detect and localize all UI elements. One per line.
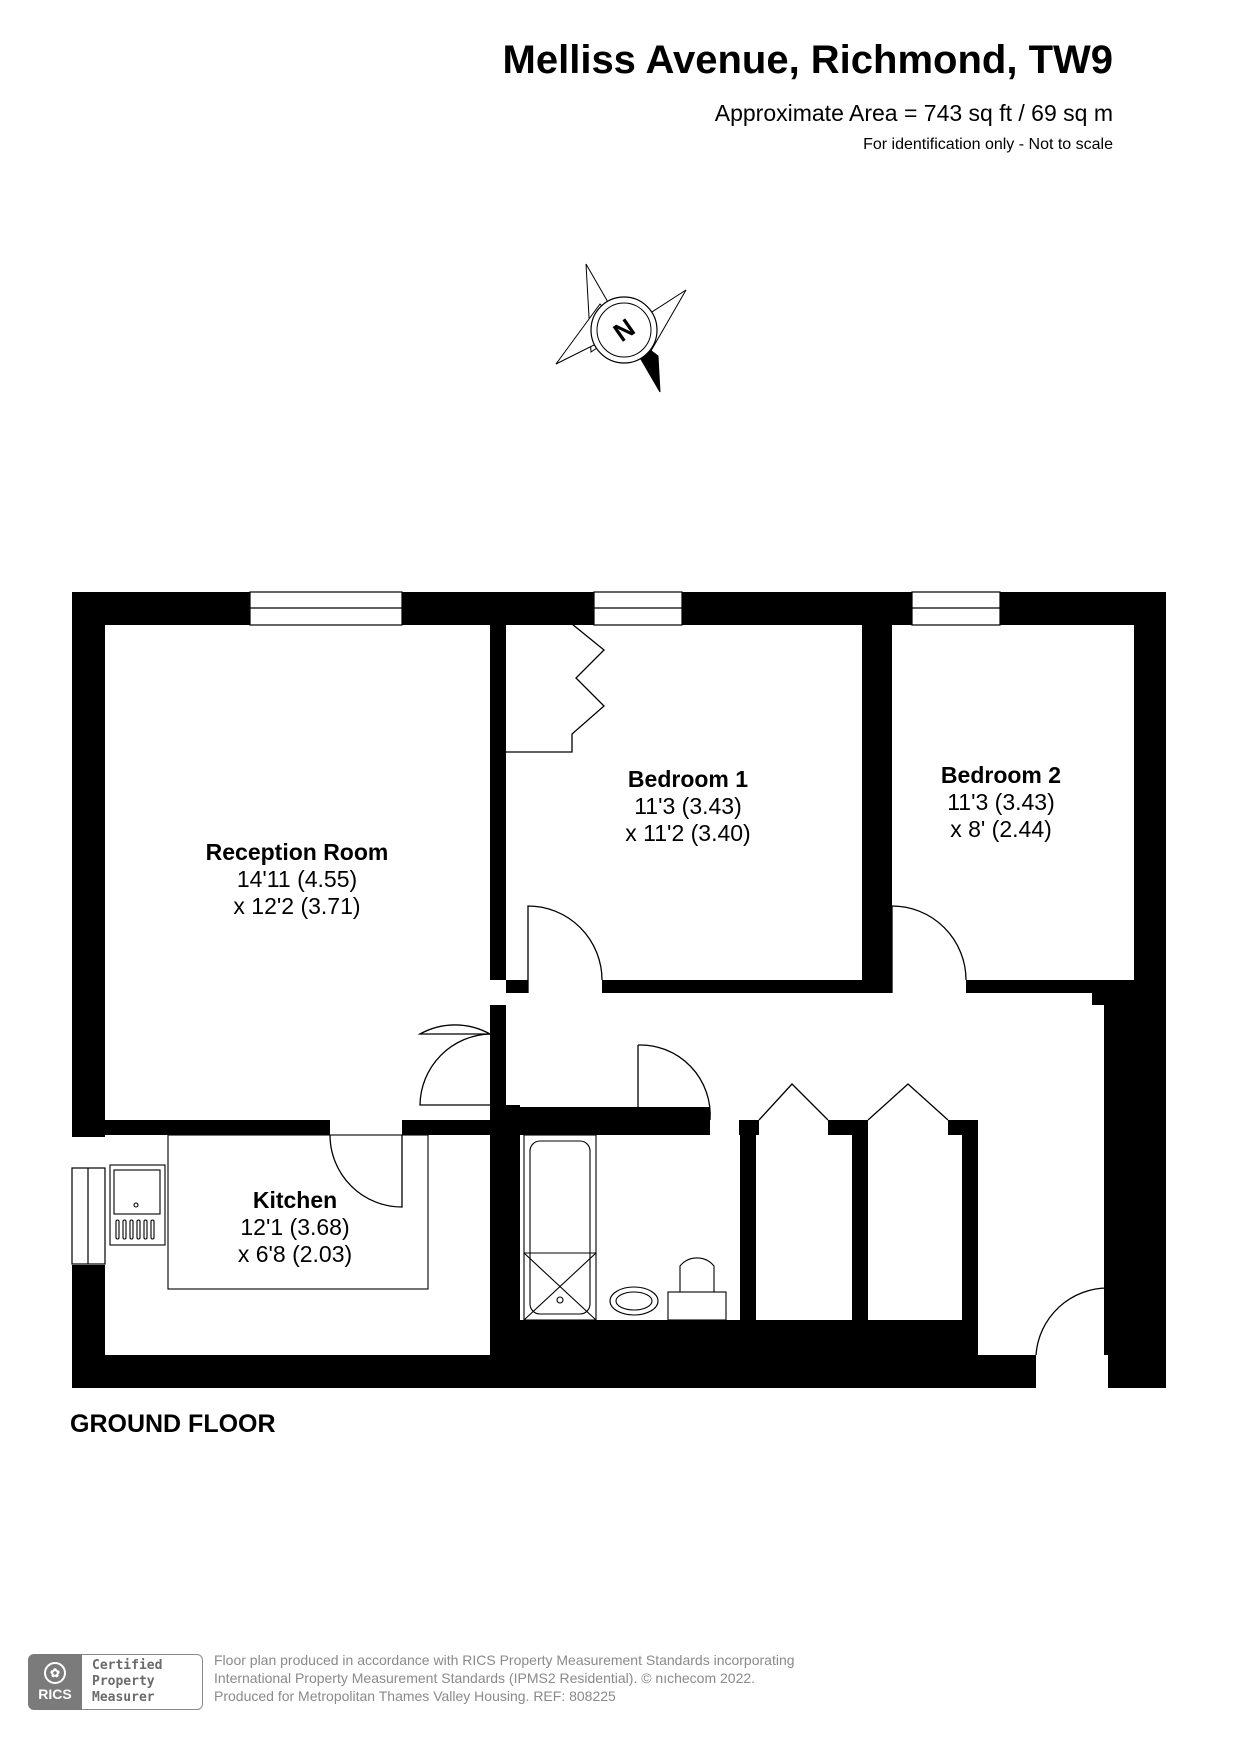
- room-dimension: x 12'2 (3.71): [233, 893, 360, 919]
- bathtub-drain: [556, 1296, 564, 1304]
- drainer-slot: [122, 1219, 127, 1240]
- wall-bed1-bottom-right: [602, 980, 892, 993]
- kitchen-sink-bowl: [113, 1169, 161, 1215]
- washbasin-bowl: [615, 1291, 653, 1311]
- wall-bath-cupboard: [740, 1120, 756, 1355]
- plan-title: Melliss Avenue, Richmond, TW9: [502, 38, 1113, 82]
- wall-right: [1134, 592, 1166, 1388]
- room-dimension: 11'3 (3.43): [947, 789, 1055, 815]
- room-name: Kitchen: [253, 1187, 337, 1213]
- wall-bed2-bottom: [966, 980, 1134, 993]
- footer-line: International Property Measurement Stand…: [214, 1670, 756, 1686]
- door-bedroom1: [527, 905, 603, 993]
- kitchen-sink-drain: [133, 1202, 139, 1208]
- door-bathroom: [637, 1044, 711, 1121]
- door-cupboard-1: [758, 1083, 829, 1121]
- rics-line: Measurer: [92, 1690, 155, 1705]
- rics-certified-text: Certified Property Measurer: [92, 1658, 162, 1706]
- rics-line: Certified: [92, 1658, 163, 1673]
- room-label-kitchen: Kitchen 12'1 (3.68) x 6'8 (2.03): [238, 1187, 352, 1267]
- drainer-slot: [150, 1219, 155, 1240]
- shower-cross-b: [523, 1252, 597, 1321]
- walls: [72, 592, 1166, 1388]
- kitchen-sink: [109, 1164, 166, 1246]
- bathtub: [523, 1134, 597, 1321]
- room-dimension: x 8' (2.44): [950, 816, 1052, 842]
- rics-badge: ✿ RICS: [28, 1654, 82, 1710]
- drainer-slot: [136, 1219, 141, 1240]
- room-dimension: 12'1 (3.68): [240, 1214, 349, 1240]
- rics-certified-box: Certified Property Measurer: [82, 1654, 203, 1710]
- wall-bottom: [72, 1355, 1036, 1388]
- door-entrance: [1035, 1287, 1109, 1356]
- footer-line: Floor plan produced in accordance with R…: [214, 1652, 795, 1668]
- room-dimension: x 11'2 (3.40): [625, 820, 750, 846]
- rics-logo: ✿ RICS Certified Property Measurer: [28, 1654, 204, 1710]
- wall-reception-kitchen-right: [402, 1120, 490, 1135]
- room-name: Reception Room: [206, 839, 389, 865]
- footer-disclaimer: Floor plan produced in accordance with R…: [214, 1651, 795, 1705]
- kitchen-fixtures: [109, 1134, 429, 1290]
- wall-bath-bottom: [520, 1320, 978, 1355]
- wall-left-upper: [72, 592, 105, 1137]
- footer-line: Produced for Metropolitan Thames Valley …: [214, 1688, 616, 1704]
- wall-bed1-bottom-left: [506, 980, 528, 993]
- compass-inner-ring: [596, 302, 652, 358]
- rics-emblem-icon: ✿: [44, 1662, 66, 1684]
- door-kitchen: [329, 1134, 403, 1208]
- toilet-cistern: [667, 1291, 727, 1321]
- room-name: Bedroom 2: [941, 762, 1061, 788]
- room-dimension: 11'3 (3.43): [634, 793, 742, 819]
- rics-badge-text: RICS: [38, 1686, 72, 1702]
- wall-reception-kitchen-left: [105, 1120, 330, 1135]
- windows: [71, 591, 1001, 1265]
- scale-note: For identification only - Not to scale: [863, 136, 1113, 153]
- wardrobe-bedroom1: [506, 623, 605, 753]
- wall-reception-bedroom1: [490, 625, 506, 980]
- floor-label: GROUND FLOOR: [70, 1410, 276, 1438]
- wall-hall-west: [490, 1005, 506, 1355]
- washbasin: [609, 1286, 659, 1316]
- bathtub-inner: [529, 1140, 591, 1315]
- bathroom-fixtures: [523, 1134, 727, 1321]
- room-dimension: 14'11 (4.55): [237, 866, 357, 892]
- wall-bedroom1-bedroom2-b: [878, 625, 892, 980]
- door-reception-frame: [417, 1024, 491, 1035]
- drainer-slot: [115, 1219, 120, 1240]
- door-reception: [419, 1033, 491, 1106]
- wall-cupboard-divider: [852, 1120, 868, 1355]
- room-dimension: x 6'8 (2.03): [238, 1241, 352, 1267]
- wall-cupboard-right: [962, 1120, 978, 1355]
- kitchen-drainer: [115, 1219, 155, 1240]
- compass-icon: N: [555, 263, 687, 393]
- room-label-bedroom1: Bedroom 1 11'3 (3.43) x 11'2 (3.40): [625, 766, 750, 846]
- wall-bedroom1-bedroom2-a: [862, 625, 878, 980]
- wall-bath-left: [506, 1105, 520, 1355]
- wall-hall-east: [1104, 993, 1134, 1355]
- doors: [329, 623, 1109, 1356]
- drainer-slot: [129, 1219, 134, 1240]
- door-bedroom2: [891, 905, 967, 993]
- door-cupboard-2: [867, 1083, 949, 1121]
- approximate-area: Approximate Area = 743 sq ft / 69 sq m: [714, 100, 1113, 126]
- drainer-slot: [143, 1219, 148, 1240]
- toilet-bowl: [679, 1257, 715, 1292]
- room-name: Bedroom 1: [628, 766, 748, 792]
- wall-bath-top-left: [520, 1107, 710, 1135]
- room-label-bedroom2: Bedroom 2 11'3 (3.43) x 8' (2.44): [941, 762, 1061, 842]
- kitchen-counter: [167, 1134, 429, 1290]
- rics-line: Property: [92, 1674, 155, 1689]
- room-label-reception: Reception Room 14'11 (4.55) x 12'2 (3.71…: [206, 839, 389, 919]
